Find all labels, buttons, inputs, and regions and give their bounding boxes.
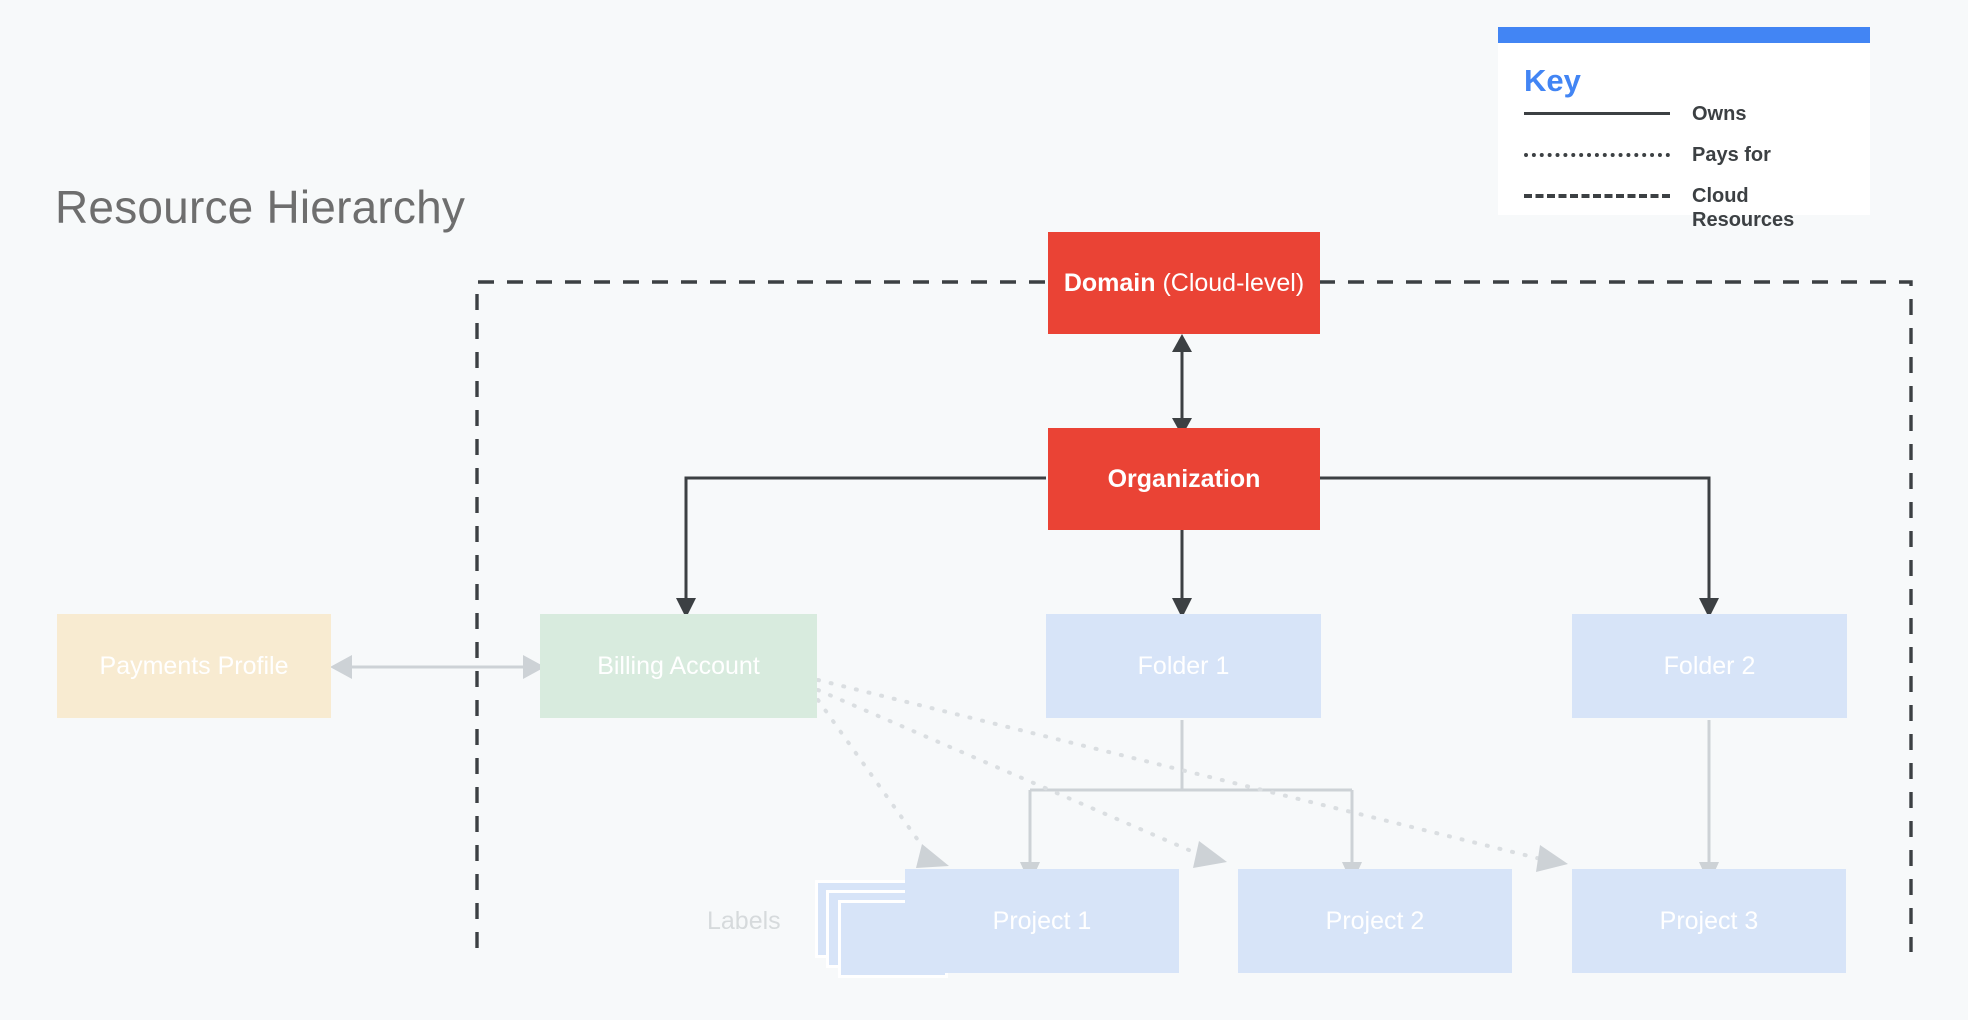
page-title: Resource Hierarchy <box>55 181 466 233</box>
legend-body: Key Owns Pays for Cloud Resources <box>1498 43 1870 231</box>
node-billing-account-label: Billing Account <box>597 651 760 680</box>
legend-row-pays-for: Pays for <box>1524 143 1844 167</box>
legend-panel: Key Owns Pays for Cloud Resources <box>1498 27 1870 231</box>
node-billing-account[interactable]: Billing Account <box>540 614 817 718</box>
legend-label-cloud-resources: Cloud Resources <box>1692 185 1795 231</box>
node-project-2-label: Project 2 <box>1325 906 1425 935</box>
node-folder-2-label: Folder 2 <box>1663 651 1756 680</box>
legend-sample-solid-line <box>1524 102 1670 124</box>
edge-folder2-project3 <box>1699 720 1719 884</box>
legend-title: Key <box>1524 63 1581 98</box>
legend-label-pays-for: Pays for <box>1692 144 1771 166</box>
legend-label-owns: Owns <box>1692 103 1747 125</box>
node-domain-label-normal: (Cloud-level) <box>1155 268 1305 297</box>
edge-payments-billing <box>330 655 545 679</box>
labels-caption: Labels <box>707 907 781 935</box>
edge-organization-folder1 <box>1172 528 1192 618</box>
legend-row-cloud-resources: Cloud Resources <box>1524 184 1844 232</box>
node-project-1-label: Project 1 <box>992 906 1092 935</box>
node-domain-label-bold: Domain <box>1063 268 1156 297</box>
node-organization[interactable]: Organization <box>1048 428 1320 530</box>
node-project-2[interactable]: Project 2 <box>1238 869 1512 973</box>
node-project-1[interactable]: Project 1 <box>905 869 1179 973</box>
edge-organization-folder2 <box>1320 476 1719 618</box>
node-folder-2[interactable]: Folder 2 <box>1572 614 1847 718</box>
node-folder-1[interactable]: Folder 1 <box>1046 614 1321 718</box>
node-payments-profile[interactable]: Payments Profile <box>57 614 331 718</box>
edge-billing-pays-project1 <box>816 698 949 868</box>
node-folder-1-label: Folder 1 <box>1137 651 1230 680</box>
edge-organization-billing-account <box>676 476 1046 618</box>
node-payments-profile-label: Payments Profile <box>99 651 289 680</box>
node-project-3[interactable]: Project 3 <box>1572 869 1846 973</box>
legend-row-owns: Owns <box>1524 102 1844 126</box>
edge-domain-organization <box>1172 334 1192 436</box>
legend-accent-bar <box>1498 27 1870 43</box>
node-domain-label: Domain (Cloud-level) <box>1064 269 1304 298</box>
legend-sample-dashed-line <box>1524 184 1670 206</box>
legend-sample-dotted-line <box>1524 143 1670 165</box>
node-organization-label: Organization <box>1107 464 1261 493</box>
node-domain[interactable]: Domain (Cloud-level) <box>1048 232 1320 334</box>
node-project-3-label: Project 3 <box>1659 906 1759 935</box>
edge-folder1-projects <box>1020 720 1362 884</box>
